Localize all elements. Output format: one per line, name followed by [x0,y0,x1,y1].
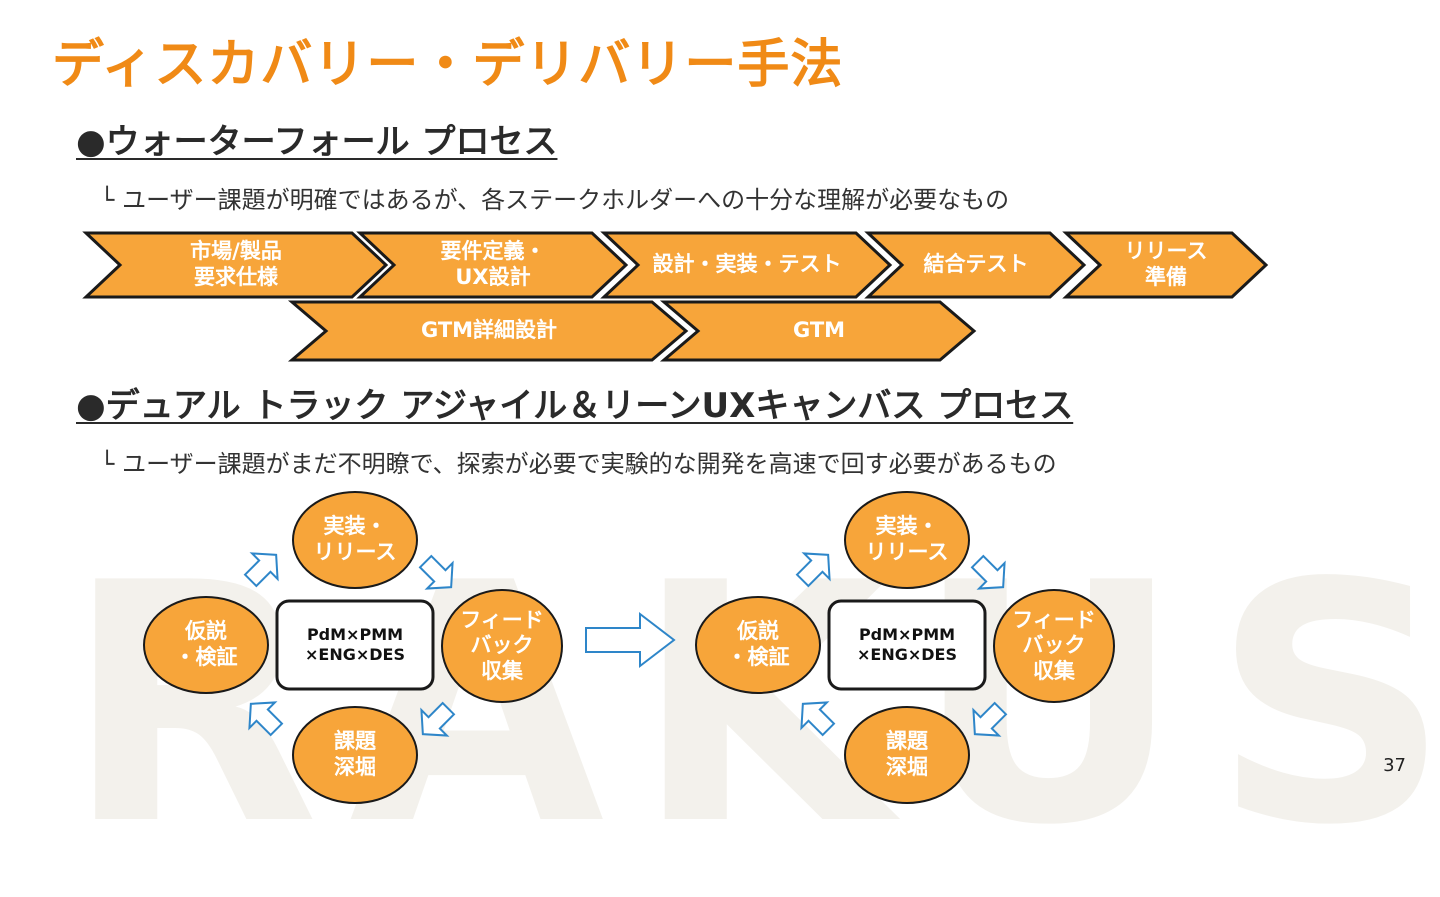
cycle-2-bottom-node [844,706,970,804]
cycle-1-left-label: 仮説 ・検証 [174,619,238,669]
cycle-2-arrow-top-to-right-icon [970,554,1006,590]
cycle-1-arrow-left-to-top-icon [243,552,279,588]
cycle-2-center-box [827,599,987,691]
cycle-1-bottom-node [292,706,418,804]
cycle-1-center-label: PdM×PMM ×ENG×DES [305,625,405,664]
transition-arrow-icon [585,611,676,669]
cycle-1-arrow-right-to-bottom-icon [420,701,456,737]
cycle-2-arrow-left-to-top-icon [795,552,831,588]
waterfall-step-5-chevron [1062,231,1269,299]
cycle-2-top-node [844,491,970,589]
cycle-2-arrow-bottom-to-left-icon [800,701,836,737]
cycle-1-left-node [143,596,269,694]
waterfall-heading: ●ウォーターフォール プロセス [76,122,558,162]
gtm-step-1-chevron [287,300,689,362]
cycle-1-bottom-label: 課題 深堀 [334,729,376,779]
waterfall-step-3-chevron [600,231,893,299]
waterfall-step-1-label: 市場/製品 要求仕様 [190,239,282,289]
waterfall-step-2-chevron [356,231,629,299]
cycle-2-right-label: フィード バック 収集 [1012,607,1096,683]
cycle-1 [143,491,563,804]
process-diagram [82,231,1269,804]
gtm-step-2-chevron [659,300,977,362]
cycle-2-left-node [695,596,821,694]
gtm-step-2-label: GTM [792,318,846,343]
cycle-1-arrow-top-to-right-icon [418,554,454,590]
cycle-2-top-label: 実装・ リリース [865,514,949,564]
waterfall-step-1-chevron [82,231,389,299]
cycle-1-top-node [292,491,418,589]
cycle-2-bottom-label: 課題 深堀 [886,729,928,779]
waterfall-description: └ ユーザー課題が明確ではあるが、各ステークホルダーへの十分な理解が必要なもの [100,186,1010,214]
cycle-2 [695,491,1115,804]
cycle-2-right-node [993,589,1115,703]
cycle-1-arrow-bottom-to-left-icon [248,701,284,737]
cycle-2-arrow-right-to-bottom-icon [972,701,1008,737]
dual-track-description: └ ユーザー課題がまだ不明瞭で、探索が必要で実験的な開発を高速で回す必要があるも… [100,450,1057,478]
cycle-1-right-label: フィード バック 収集 [460,607,544,683]
cycle-2-center-label: PdM×PMM ×ENG×DES [857,625,957,664]
gtm-step-1-label: GTM詳細設計 [420,318,558,343]
waterfall-step-4-chevron [864,231,1087,299]
cycle-1-top-label: 実装・ リリース [313,514,397,564]
waterfall-step-3-label: 設計・実装・テスト [652,252,842,277]
waterfall-step-2-label: 要件定義・ UX設計 [440,239,546,289]
waterfall-step-5-label: リリース 準備 [1124,239,1208,289]
dual-track-heading: ●デュアル トラック アジャイル＆リーンUXキャンバス プロセス [76,386,1074,426]
page-title: ディスカバリー・デリバリー手法 [52,35,844,95]
waterfall-step-4-label: 結合テスト [923,252,1029,277]
page-number: 37 [1383,755,1406,776]
cycle-1-right-node [441,589,563,703]
cycle-2-left-label: 仮説 ・検証 [726,619,790,669]
cycle-1-center-box [275,599,435,691]
